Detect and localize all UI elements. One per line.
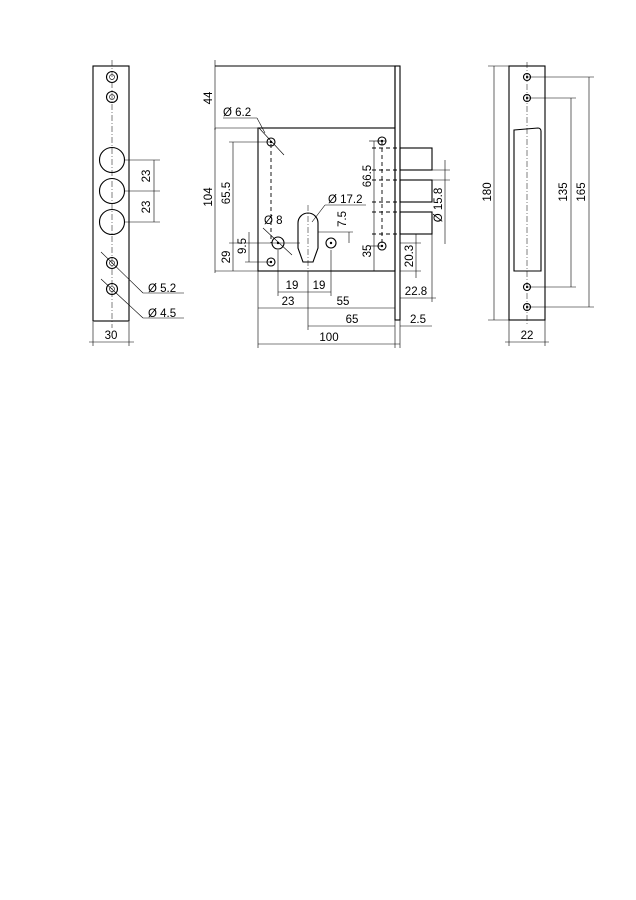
dim-bolt-low: 35	[362, 245, 374, 258]
dim-depth-65: 65	[346, 314, 359, 326]
dim-top-offset: 44	[203, 91, 215, 104]
dim-strike-height: 180	[482, 182, 494, 201]
dim-pitch-bottom: 23	[141, 201, 153, 214]
dim-strike-inner: 135	[558, 182, 570, 201]
dim-lower-screw: 29	[221, 251, 233, 264]
strike-plate-view: 180 135 165 22	[482, 62, 594, 346]
lock-body-view: 44 Ø 6.2 104 65.5 29 9.5 Ø 8 Ø 17.2 7.5	[203, 60, 450, 348]
bolt-1	[399, 147, 433, 171]
lock-housing	[257, 127, 396, 272]
dim-hole-5-2: Ø 5.2	[148, 283, 176, 295]
faceplate-screw-hole-top-1	[105, 70, 119, 84]
dim-half-left: 19	[286, 280, 299, 292]
faceplate-screw-hole-bottom-1	[105, 256, 119, 270]
faceplate-screw-hole-top-2	[105, 90, 119, 104]
dim-cam-offset: 9.5	[237, 238, 249, 254]
dim-faceplate-width: 30	[105, 330, 118, 342]
bolt-2	[399, 179, 433, 203]
dim-screw-hole: Ø 6.2	[223, 107, 251, 119]
dim-bolt-throw: 20.3	[404, 245, 416, 267]
strike-plate-slot	[513, 127, 542, 272]
dim-half-right: 19	[313, 280, 326, 292]
faceplate-screw-hole-bottom-2	[105, 282, 119, 296]
dim-bolt-projection: 22.8	[405, 286, 427, 298]
dim-strike-width: 22	[521, 330, 534, 342]
dim-backset-23: 23	[282, 296, 295, 308]
bolt-3	[399, 211, 433, 235]
dim-bolt-pitch: 66.5	[362, 165, 374, 187]
dim-cylinder-diameter: Ø 17.2	[328, 194, 363, 206]
dim-bolt-diameter: Ø 15.8	[433, 188, 445, 223]
dim-cyl-step: 7.5	[337, 211, 349, 227]
dim-pitch-top: 23	[141, 170, 153, 183]
dim-strike-outer: 165	[576, 182, 588, 201]
lock-faceplate-edge	[394, 65, 401, 321]
dim-width-100: 100	[319, 332, 338, 344]
cylinder-cutout	[297, 212, 319, 263]
dim-hole-4-5: Ø 4.5	[148, 308, 176, 320]
dim-backset-55: 55	[337, 296, 350, 308]
faceplate-outline	[92, 65, 130, 322]
dim-cyl-height: 65.5	[221, 182, 233, 204]
dim-height-104: 104	[203, 187, 215, 207]
dim-hole-8: Ø 8	[264, 215, 283, 227]
dim-face-2-5: 2.5	[410, 314, 426, 326]
faceplate-view: 23 23 Ø 5.2 Ø 4.5 30	[89, 60, 184, 346]
follower-hole	[325, 237, 337, 249]
